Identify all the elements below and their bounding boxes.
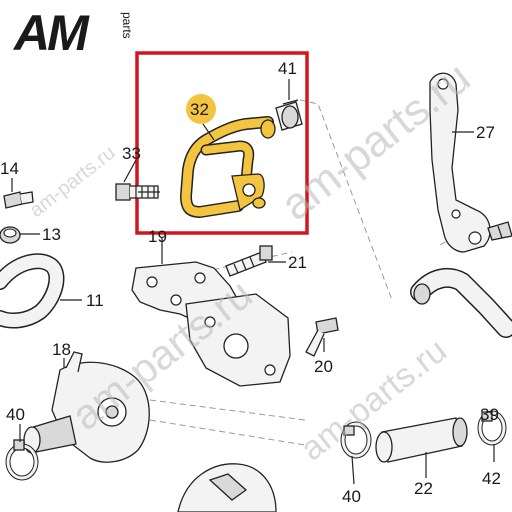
callout-20[interactable]: 20 — [314, 357, 333, 376]
callout-40-right[interactable]: 40 — [342, 487, 361, 506]
callout-leaders — [11, 79, 495, 485]
watermark-1: am-parts.ru — [26, 142, 120, 222]
callout-21[interactable]: 21 — [288, 253, 307, 272]
part-20-bolt[interactable] — [305, 317, 339, 357]
callout-22[interactable]: 22 — [414, 479, 433, 498]
logo-subtext: parts — [120, 12, 134, 39]
part-18-water-pump[interactable] — [23, 351, 150, 463]
callout-42[interactable]: 42 — [482, 469, 501, 488]
bottom-pulley-part — [177, 463, 277, 512]
callout-27[interactable]: 27 — [476, 123, 495, 142]
part-42-clamp[interactable] — [477, 410, 507, 446]
part-32-hose[interactable] — [180, 116, 276, 218]
callout-40-left[interactable]: 40 — [6, 405, 25, 424]
callout-33[interactable]: 33 — [122, 144, 141, 163]
callout-18[interactable]: 18 — [52, 340, 71, 359]
am-parts-logo: AM parts — [12, 5, 134, 61]
part-40-clamp-right[interactable] — [340, 421, 372, 459]
part-13-fitting[interactable] — [0, 226, 21, 244]
callout-13[interactable]: 13 — [42, 225, 61, 244]
part-40-clamp-left[interactable] — [5, 439, 39, 481]
part-21-stud[interactable] — [225, 245, 273, 277]
part-14-bolt[interactable] — [3, 191, 34, 209]
callout-14[interactable]: 14 — [0, 159, 19, 178]
callout-39[interactable]: 39 — [480, 405, 499, 424]
small-bolt-right[interactable] — [487, 221, 512, 241]
callout-11[interactable]: 11 — [86, 291, 104, 310]
part-39-pipe[interactable] — [410, 267, 512, 338]
part-19-flange-housing[interactable] — [131, 261, 291, 387]
logo-text: AM — [12, 5, 90, 61]
part-22-hose[interactable] — [375, 417, 468, 463]
callout-32[interactable]: 32 — [190, 100, 209, 119]
callout-19[interactable]: 19 — [148, 227, 167, 246]
callout-32-bubble[interactable] — [186, 94, 216, 124]
part-41-clamp[interactable] — [275, 99, 303, 131]
part-11-seal-ring[interactable] — [0, 253, 65, 329]
callout-41[interactable]: 41 — [278, 59, 297, 78]
callout-labels: 41 32 33 27 14 13 19 21 11 18 20 40 39 2… — [0, 59, 501, 506]
highlight-frame — [135, 51, 309, 235]
